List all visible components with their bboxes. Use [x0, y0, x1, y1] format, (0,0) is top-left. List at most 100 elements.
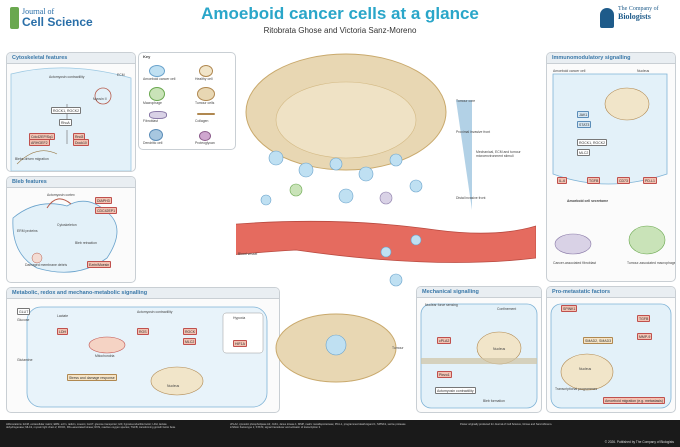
- mech-cell: [420, 303, 538, 409]
- key-fibroblast-label: Fibroblast: [143, 119, 158, 123]
- node-rock: ROCK1, ROCK2: [51, 107, 82, 114]
- node-mlc2: MLC2: [577, 149, 591, 156]
- label-hypoxia: Hypoxia: [233, 316, 246, 320]
- panel-cytoskeletal-features: Cytoskeletal features Actomyosin contrac…: [6, 52, 136, 172]
- ecm-fibre: [16, 150, 58, 165]
- panel-title: Cytoskeletal features: [7, 53, 135, 64]
- label-cytoskeleton: Cytoskeleton: [57, 223, 77, 227]
- label-glucose: Glucose: [17, 318, 30, 322]
- bleb-diagram: [12, 198, 118, 273]
- label-nucleus: Nucleus: [637, 69, 650, 73]
- label-actomyosin: Actomyosin contractility: [137, 310, 173, 314]
- key-proteoglycan-icon: [199, 131, 211, 141]
- prometastatic-diagram: [550, 303, 672, 409]
- panel-mechanical-signalling: Mechanical signalling Nuclear force sens…: [416, 286, 542, 413]
- node-rhoa: RhoA: [59, 119, 72, 126]
- poster-authors: Ritobrata Ghose and Victoria Sanz-Moreno: [263, 26, 417, 35]
- panel-title: Metabolic, redox and mechano-metabolic s…: [7, 288, 279, 299]
- node-piezo1: Piezo1: [437, 371, 452, 378]
- node-ros: ROS: [137, 328, 149, 335]
- node-smad: SMAD2, SMAD3: [583, 337, 614, 344]
- confinement-bar: [421, 358, 537, 364]
- node-cpla2: cPLA2: [437, 337, 452, 344]
- node-diaph3: DIAPH3: [95, 197, 112, 204]
- label-actomyosin-cortex: Actomyosin cortex: [47, 193, 75, 197]
- publisher-logo-icon: [600, 8, 614, 28]
- label-bleb-retraction: Bleb retraction: [75, 241, 97, 245]
- node-stat3: STAT3: [577, 121, 592, 128]
- nucleus-shape: [150, 366, 204, 396]
- label-nucleus: Nucleus: [167, 384, 180, 388]
- key-healthy-label: Healthy cell: [195, 77, 213, 81]
- footer-abbreviations-2: cPLA2, cytosolic phospholipase A2; JAK1,…: [230, 423, 406, 430]
- node-hif1a: HIF1A: [233, 340, 247, 347]
- pm-cell: [550, 303, 672, 409]
- key-collagen-label: Collagen: [195, 119, 209, 123]
- journal-logo: Journal of Cell Science: [10, 5, 95, 35]
- label-proximal-front: Proximal invasive front: [456, 130, 491, 134]
- node-mlc2: MLC2: [183, 338, 197, 345]
- key-macrophage-label: Macrophage: [143, 101, 162, 105]
- poster-footer: Abbreviations: ECM, extracellular matrix…: [0, 420, 680, 447]
- label-mitochondria: Mitochondria: [95, 354, 115, 358]
- label-transcription: Transcriptional programmes: [555, 387, 598, 391]
- label-ecm: ECM: [117, 73, 125, 77]
- key-amoeboid-icon: [149, 65, 165, 77]
- key-dendritic-icon: [149, 129, 163, 141]
- intravasating-cells: [380, 234, 422, 287]
- footer-copyright: © 2026. Published by The Company of Biol…: [604, 439, 674, 444]
- label-debris: Damaged membrane debris: [25, 263, 68, 267]
- node-arhgef2: ARHGEF2: [29, 139, 50, 146]
- node-glut: GLUT: [17, 308, 31, 315]
- node-dock10: Dock10: [73, 139, 89, 146]
- label-gradient: Mechanical, ECM and tumour microenvironm…: [476, 150, 521, 158]
- node-stress-response: Stress and damage response: [67, 374, 117, 381]
- key-tumour-label: Tumour cells: [195, 101, 215, 105]
- label-myosin: Myosin II: [93, 97, 107, 101]
- footer-note: Poster originally produced for Journal o…: [460, 423, 553, 426]
- journal-name-line2: Cell Science: [22, 15, 93, 29]
- label-glutamine: Glutamine: [17, 358, 33, 362]
- label-confinement: Confinement: [497, 307, 517, 311]
- key-collagen-icon: [197, 113, 215, 115]
- footer-abbreviations: Abbreviations: ECM, extracellular matrix…: [6, 423, 176, 430]
- node-ezrin: Ezrin/Moesin: [87, 261, 112, 268]
- panel-title: Pro-metastatic factors: [547, 287, 675, 298]
- mechanical-diagram: [420, 303, 538, 409]
- node-rock: ROCK1, ROCK2: [577, 139, 608, 146]
- tumour-inner: [275, 81, 417, 159]
- key-healthy-icon: [199, 65, 213, 77]
- tam-shape: [628, 225, 666, 255]
- cell-body: [26, 306, 268, 408]
- key-macrophage-icon: [149, 87, 165, 101]
- cytoskeletal-diagram: [10, 67, 132, 171]
- label-tam: Tumour-associated macrophage: [627, 261, 676, 265]
- label-blood-vessel: Blood vessel: [238, 252, 258, 256]
- journal-logo-text: Journal of Cell Science: [22, 7, 93, 29]
- label-caf: Cancer-associated fibroblast: [553, 261, 596, 265]
- node-il6: IL-6: [557, 177, 568, 184]
- label-tumour-core: Tumour core: [456, 99, 476, 103]
- node-cd73: CD73: [617, 177, 630, 184]
- panel-prometastatic-factors: Pro-metastatic factors SPINK1 SMAD2, SMA…: [546, 286, 676, 413]
- amoeboid-cells-cluster: [260, 150, 423, 206]
- node-rock: ROCK: [183, 328, 198, 335]
- label-distal-front: Distal invasive front: [456, 196, 486, 200]
- bleb-protrusion: [46, 198, 72, 209]
- immuno-diagram: [552, 73, 668, 255]
- key-proteoglycan-label: Proteoglycan: [195, 141, 215, 145]
- label-nucleus: Nucleus: [493, 347, 506, 351]
- blood-vessel: [236, 220, 536, 263]
- key-title: Key: [143, 54, 151, 59]
- pm-nucleus: [560, 353, 614, 391]
- node-tgfb: TGFB: [587, 177, 601, 184]
- panel-bleb-features: Bleb features Actomyosin cortex ERM prot…: [6, 176, 136, 283]
- node-spink1: SPINK1: [561, 305, 578, 312]
- publisher-logo-text: The Company of Biologists: [618, 6, 659, 22]
- label-lower-tumour: Tumour: [392, 346, 404, 350]
- node-actomyosin: Actomyosin contractility: [435, 387, 476, 394]
- publisher-logo: The Company of Biologists: [600, 6, 670, 34]
- publisher-name-line1: The Company of: [618, 6, 659, 12]
- panel-immunomodulatory: Immunomodulatory signalling Amoeboid can…: [546, 52, 676, 282]
- key-box: Key Amoeboid cancer cell Healthy cell Ma…: [138, 52, 236, 150]
